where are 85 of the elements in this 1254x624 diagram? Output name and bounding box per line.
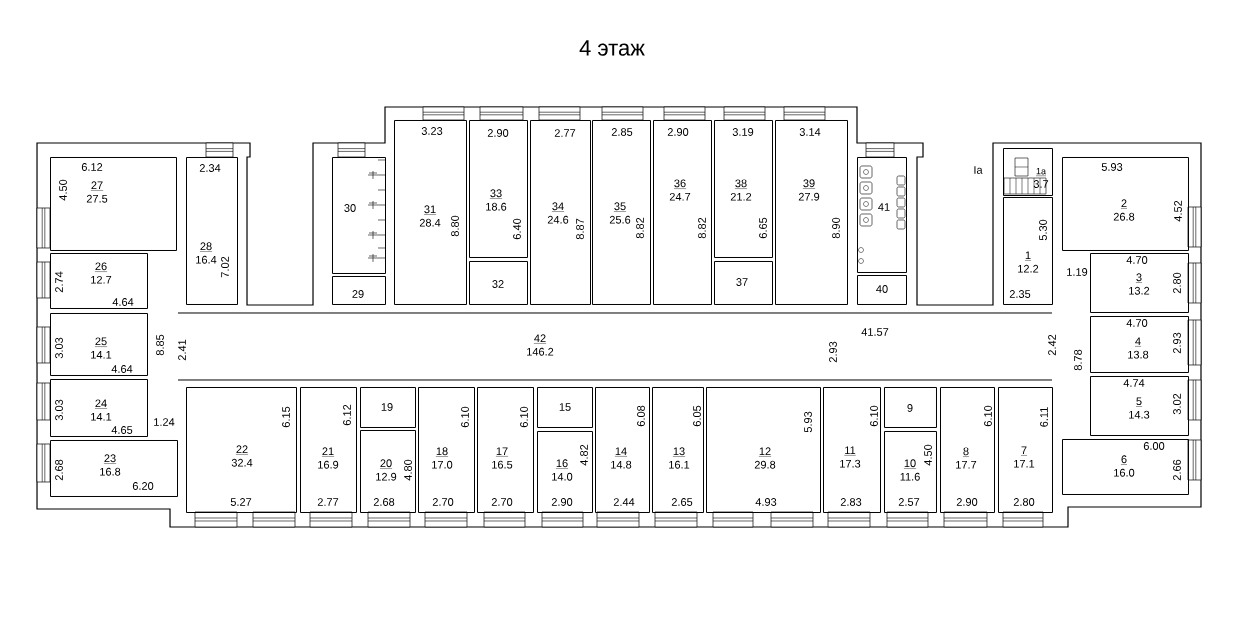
dimension-label: 5.27 — [230, 498, 252, 506]
dimension-label: 3.03 — [55, 337, 63, 359]
dimension-label: 8.80 — [451, 215, 459, 237]
dimension-label: 4.70 — [1126, 319, 1148, 327]
dimension-label: 4.93 — [755, 498, 777, 506]
dimension-label: 2.85 — [611, 128, 633, 136]
dimension-label: 6.20 — [132, 482, 154, 490]
dimension-label: 2.77 — [317, 498, 339, 506]
dimension-label: 3.23 — [421, 127, 443, 135]
dimension-label: 41.57 — [861, 328, 889, 336]
dimension-label: 2.83 — [840, 498, 862, 506]
dimension-label: 4.50 — [924, 444, 932, 466]
dimension-label: 2.44 — [613, 498, 635, 506]
dimension-label: 2.90 — [956, 498, 978, 506]
dimension-label: 2.80 — [1173, 272, 1181, 294]
dimension-label: 5.30 — [1039, 219, 1047, 241]
dimension-label: 4.50 — [59, 179, 67, 201]
dimension-label: 8.82 — [636, 217, 644, 239]
dimension-label: 6.10 — [870, 405, 878, 427]
dimension-label: 8.85 — [156, 334, 164, 356]
dimension-label: 2.66 — [1173, 459, 1181, 481]
dimension-label: 2.77 — [554, 129, 576, 137]
room: 29 — [332, 276, 386, 305]
dimension-label: 1.19 — [1067, 268, 1088, 276]
dimension-label: 6.05 — [693, 405, 701, 427]
dimension-label: 8.78 — [1074, 349, 1082, 371]
dimension-label: 2.90 — [487, 129, 509, 137]
dimension-label: 4.74 — [1123, 379, 1145, 387]
dimension-label: 2.35 — [1009, 290, 1031, 298]
dimension-label: 2.68 — [55, 459, 63, 481]
dimension-label: 6.12 — [81, 163, 103, 171]
dimension-label: 4.82 — [580, 444, 588, 466]
room-label: 42 146.2 — [527, 334, 554, 356]
dimension-label: 6.10 — [984, 405, 992, 427]
dimension-label: 7.02 — [221, 256, 229, 278]
dimension-label: 3.14 — [799, 128, 821, 136]
dimension-label: 4.70 — [1126, 256, 1148, 264]
dimension-label: 2.90 — [667, 128, 689, 136]
dimension-label: 8.90 — [832, 217, 840, 239]
dimension-label: 2.80 — [1013, 498, 1035, 506]
dimension-label: 2.57 — [898, 498, 920, 506]
dimension-label: 2.70 — [432, 498, 454, 506]
room: 41 — [857, 157, 907, 273]
room: 1a 3.7 — [1003, 148, 1053, 196]
dimension-label: 2.65 — [671, 498, 693, 506]
dimension-label: 6.40 — [513, 218, 521, 240]
dimension-label: 2.93 — [829, 341, 837, 363]
dimension-label: 6.10 — [520, 406, 528, 428]
dimension-label: 2.70 — [491, 498, 513, 506]
dimension-label: 6.15 — [282, 406, 290, 428]
dimension-label: 6.10 — [461, 406, 469, 428]
dimension-label: 2.93 — [1173, 332, 1181, 354]
dimension-label: 2.42 — [1048, 334, 1056, 356]
dimension-label: 4.52 — [1174, 200, 1182, 222]
room: 15 — [537, 387, 593, 428]
text-label: Ia — [974, 166, 983, 174]
dimension-label: 6.00 — [1143, 442, 1165, 450]
dimension-label: 2.34 — [199, 164, 221, 172]
dimension-label: 2.68 — [373, 498, 395, 506]
dimension-label: 4.64 — [112, 298, 134, 306]
dimension-label: 2.41 — [178, 339, 186, 361]
room: 37 — [714, 261, 773, 305]
dimension-label: 8.82 — [698, 217, 706, 239]
dimension-label: 4.80 — [404, 459, 412, 481]
dimension-label: 6.08 — [637, 405, 645, 427]
dimension-label: 3.19 — [732, 128, 754, 136]
dimension-label: 5.93 — [1101, 163, 1123, 171]
dimension-label: 2.90 — [551, 498, 573, 506]
dimension-label: 8.87 — [576, 218, 584, 240]
dimension-label: 4.64 — [111, 365, 133, 373]
dimension-label: 5.93 — [804, 411, 812, 433]
dimension-label: 3.03 — [55, 399, 63, 421]
title: 4 этаж — [579, 40, 645, 56]
dimension-label: 4.65 — [111, 426, 133, 434]
room: 9 — [884, 387, 937, 428]
room: 32 — [469, 261, 528, 305]
dimension-label: 6.65 — [759, 217, 767, 239]
dimension-label: 3.02 — [1173, 393, 1181, 415]
dimension-label: 2.74 — [55, 271, 63, 293]
room: 19 — [360, 387, 416, 428]
room: 40 — [857, 275, 907, 305]
room: 30 — [332, 157, 386, 274]
dimension-label: 6.11 — [1040, 407, 1048, 427]
dimension-label: 1.24 — [154, 418, 175, 426]
dimension-label: 6.12 — [343, 404, 351, 426]
